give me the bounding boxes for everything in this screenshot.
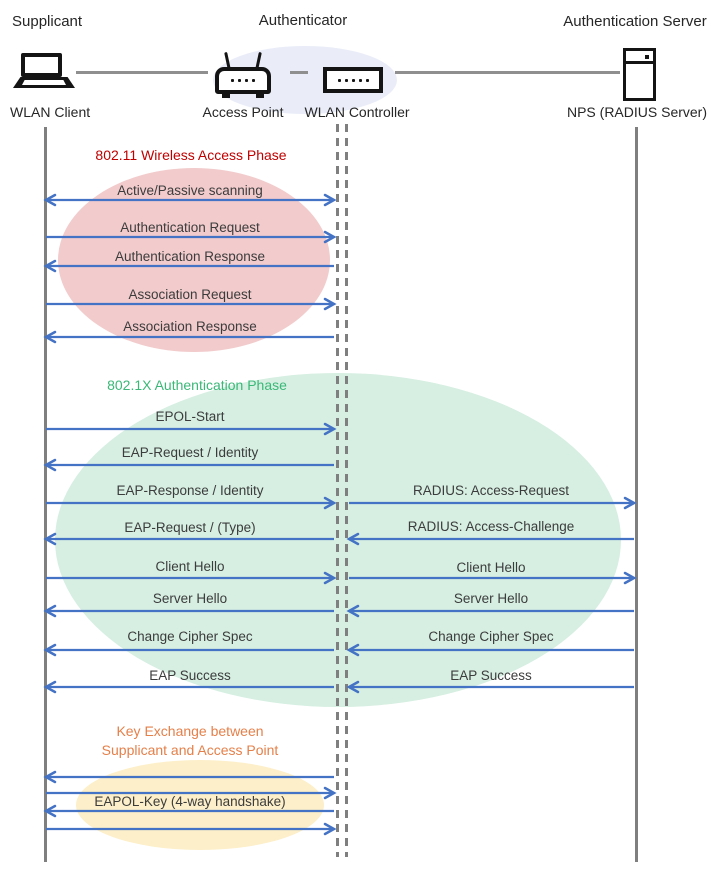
message-arrow — [46, 496, 337, 510]
device-label-access-point: Access Point — [202, 104, 284, 120]
connector-client-to-ap — [76, 71, 208, 74]
message-label: RADIUS: Access-Challenge — [407, 519, 575, 534]
laptop-icon — [13, 53, 75, 88]
message-arrow — [43, 643, 334, 657]
message-label: Client Hello — [456, 560, 526, 575]
access-point-icon — [215, 51, 271, 99]
phase1-ellipse — [58, 168, 330, 352]
message-label: EAP-Request / (Type) — [124, 520, 256, 535]
message-arrow — [46, 297, 337, 311]
message-arrow — [46, 822, 337, 836]
message-arrow — [346, 643, 634, 657]
message-arrow — [43, 193, 337, 207]
device-label-nps-radius-server: NPS (RADIUS Server) — [566, 104, 708, 120]
message-label: Association Request — [128, 287, 252, 302]
message-label: Active/Passive scanning — [117, 183, 263, 198]
lifeline-wlan-client — [44, 127, 47, 862]
message-arrow — [46, 230, 337, 244]
server-icon — [623, 48, 656, 101]
role-label-supplicant: Supplicant — [12, 13, 83, 30]
message-label: Association Response — [123, 319, 257, 334]
message-label: EAPOL-Key (4-way handshake) — [94, 794, 286, 809]
role-label-authenticator: Authenticator — [258, 12, 348, 29]
message-label: EAP Success — [149, 668, 231, 683]
phase2-title: 802.1X Authentication Phase — [107, 377, 287, 393]
message-label: Change Cipher Spec — [127, 629, 253, 644]
device-label-wlan-controller: WLAN Controller — [304, 104, 410, 120]
wlan-controller-icon — [323, 67, 383, 93]
lifeline-controller-dashed-2 — [345, 124, 348, 857]
message-arrow — [43, 680, 334, 694]
message-arrow — [346, 604, 634, 618]
message-arrow — [346, 532, 634, 546]
phase3-ellipse — [76, 760, 324, 850]
message-arrow — [349, 571, 637, 585]
phase3-title: Key Exchange between Supplicant and Acce… — [101, 723, 279, 758]
message-arrow — [349, 496, 637, 510]
connector-ap-to-controller — [290, 71, 308, 74]
message-arrow — [43, 259, 334, 273]
message-arrow — [43, 458, 334, 472]
device-label-wlan-client: WLAN Client — [10, 104, 91, 120]
message-label: EPOL-Start — [155, 409, 225, 424]
message-arrow — [43, 604, 334, 618]
message-label: EAP Success — [450, 668, 532, 683]
phase1-title: 802.11 Wireless Access Phase — [95, 147, 287, 163]
message-arrow — [46, 571, 337, 585]
connector-controller-to-server — [395, 71, 620, 74]
lifeline-radius-server — [635, 127, 638, 862]
lifeline-controller-dashed-1 — [336, 124, 339, 857]
message-label: Authentication Response — [114, 249, 266, 264]
message-arrow — [46, 786, 337, 800]
message-label: Authentication Request — [120, 220, 260, 235]
message-label: Change Cipher Spec — [428, 629, 554, 644]
message-arrow — [43, 532, 334, 546]
role-label-authentication-server: Authentication Server — [563, 13, 707, 30]
message-arrow — [43, 330, 334, 344]
message-arrow — [43, 804, 334, 818]
message-label: RADIUS: Access-Request — [412, 483, 570, 498]
message-label: EAP-Response / Identity — [116, 483, 264, 498]
message-label: Server Hello — [453, 591, 529, 606]
message-arrow — [346, 680, 634, 694]
message-arrow — [46, 422, 337, 436]
message-label: EAP-Request / Identity — [121, 445, 259, 460]
message-label: Client Hello — [155, 559, 225, 574]
message-label: Server Hello — [152, 591, 228, 606]
message-arrow — [43, 770, 334, 784]
